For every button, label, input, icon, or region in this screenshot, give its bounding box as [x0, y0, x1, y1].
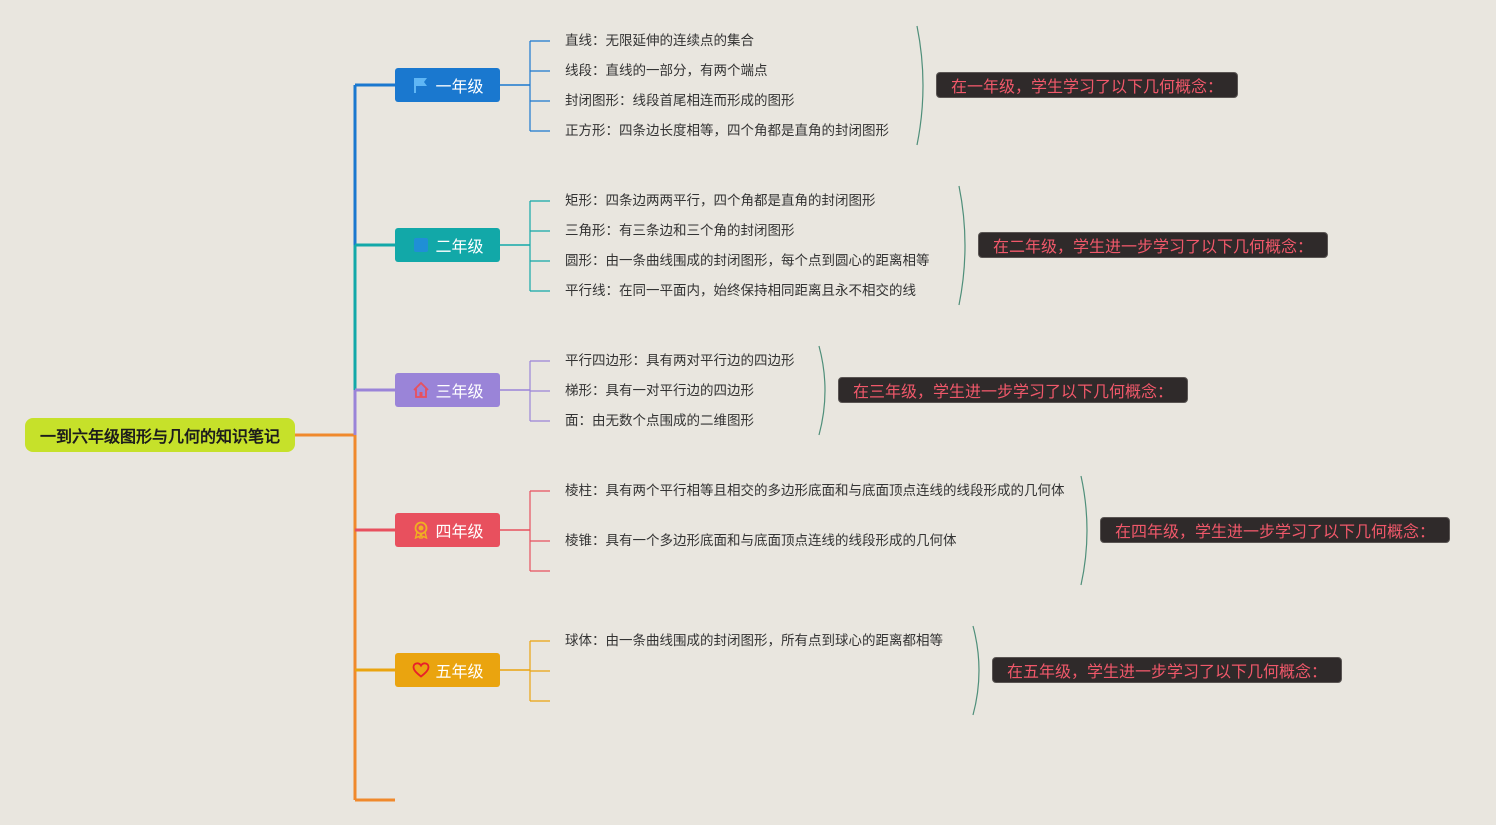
- grade1-item[interactable]: 线段：直线的一部分，有两个端点: [565, 63, 768, 79]
- grade3-item[interactable]: 梯形：具有一对平行边的四边形: [565, 383, 754, 399]
- summary-brace: [916, 25, 924, 146]
- grade2-item[interactable]: 矩形：四条边两两平行，四个角都是直角的封闭图形: [565, 193, 876, 209]
- root-topic-label: 一到六年级图形与几何的知识笔记: [39, 427, 280, 446]
- grade4-item[interactable]: 棱柱：具有两个平行相等且相交的多边形底面和与底面顶点连线的线段形成的几何体: [565, 483, 1065, 499]
- grade-label: 一年级: [435, 77, 484, 96]
- summary-grade-3[interactable]: 在三年级，学生进一步学习了以下几何概念：: [838, 377, 1189, 403]
- square-icon: [411, 235, 431, 255]
- summary-grade-5[interactable]: 在五年级，学生进一步学习了以下几何概念：: [992, 657, 1343, 683]
- summary-brace: [818, 345, 826, 436]
- summary-brace: [958, 185, 966, 306]
- grade3-item[interactable]: 平行四边形：具有两对平行边的四边形: [565, 353, 795, 369]
- flag-icon: [411, 75, 431, 95]
- root-topic[interactable]: 一到六年级图形与几何的知识笔记: [25, 418, 295, 452]
- grade-node-3[interactable]: 三年级: [395, 373, 500, 407]
- grade-label: 四年级: [435, 522, 484, 541]
- summary-brace: [1080, 475, 1088, 586]
- grade-node-4[interactable]: 四年级: [395, 513, 500, 547]
- grade-label: 三年级: [435, 382, 484, 401]
- home-icon: [411, 380, 431, 400]
- grade1-item[interactable]: 封闭图形：线段首尾相连而形成的图形: [565, 93, 795, 109]
- summary-brace: [972, 625, 980, 716]
- summary-grade-2[interactable]: 在二年级，学生进一步学习了以下几何概念：: [978, 232, 1329, 258]
- grade2-item[interactable]: 平行线：在同一平面内，始终保持相同距离且永不相交的线: [565, 283, 916, 299]
- award-icon: [411, 520, 431, 540]
- grade1-item[interactable]: 直线：无限延伸的连续点的集合: [565, 33, 754, 49]
- grade2-item[interactable]: 三角形：有三条边和三个角的封闭图形: [565, 223, 795, 239]
- grade5-item[interactable]: 球体：由一条曲线围成的封闭图形，所有点到球心的距离都相等: [565, 633, 943, 649]
- grade-node-2[interactable]: 二年级: [395, 228, 500, 262]
- grade-node-1[interactable]: 一年级: [395, 68, 500, 102]
- grade3-item[interactable]: 面：由无数个点围成的二维图形: [565, 413, 754, 429]
- summary-grade-1[interactable]: 在一年级，学生学习了以下几何概念：: [936, 72, 1239, 98]
- heart-icon: [411, 660, 431, 680]
- grade-node-5[interactable]: 五年级: [395, 653, 500, 687]
- grade-label: 五年级: [435, 662, 484, 681]
- grade-label: 二年级: [435, 237, 484, 256]
- grade2-item[interactable]: 圆形：由一条曲线围成的封闭图形，每个点到圆心的距离相等: [565, 253, 930, 269]
- grade1-item[interactable]: 正方形：四条边长度相等，四个角都是直角的封闭图形: [565, 123, 889, 139]
- grade4-item[interactable]: 棱锥：具有一个多边形底面和与底面顶点连线的线段形成的几何体: [565, 533, 957, 549]
- summary-grade-4[interactable]: 在四年级，学生进一步学习了以下几何概念：: [1100, 517, 1451, 543]
